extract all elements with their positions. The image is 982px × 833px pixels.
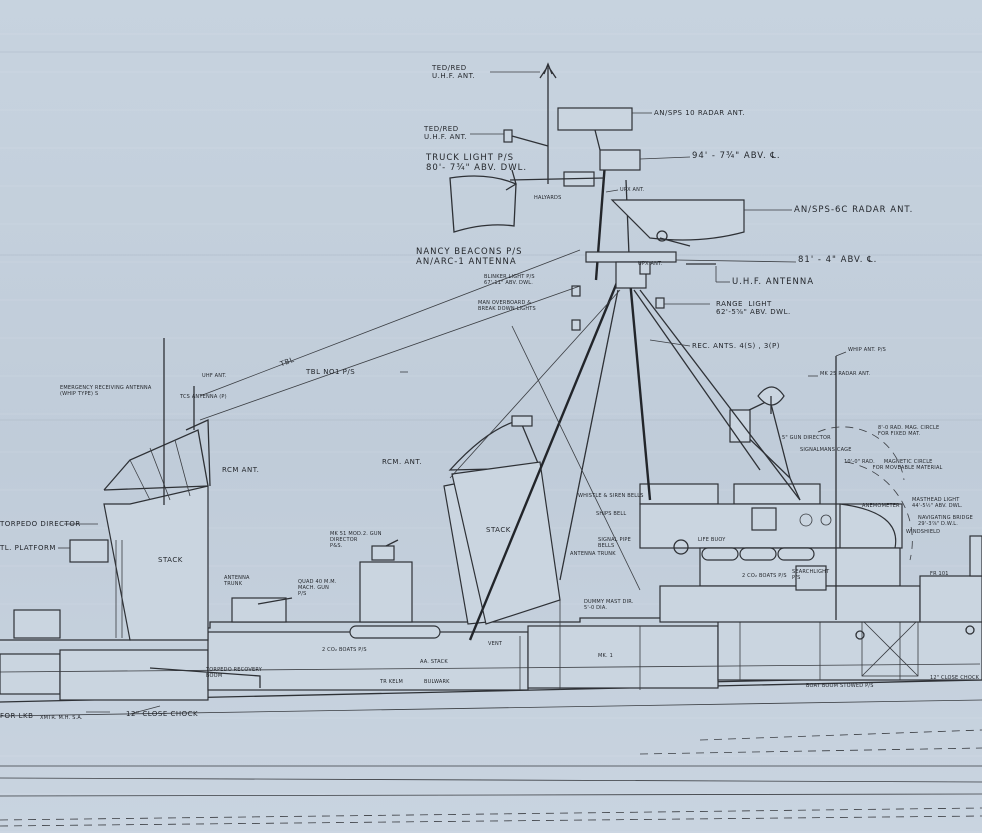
label-life-buoy: LIFE BUOY — [698, 537, 726, 543]
label-mk1: MK. 1 — [598, 653, 613, 659]
label-torpedo-director: TORPEDO DIRECTOR — [0, 520, 81, 528]
label-mag-circle-moveable: 10'-0" RAD. MAGNETIC CIRCLE FOR MOVEABLE… — [844, 459, 943, 471]
label-signalmans-cage: SIGNALMANS CAGE — [800, 447, 852, 453]
label-stack-1: STACK — [158, 556, 183, 564]
label-tcs-antenna: TCS ANTENNA (P) — [180, 394, 227, 400]
hull-lines — [0, 679, 982, 827]
label-uhf-antenna: U.H.F. ANTENNA — [732, 277, 815, 287]
label-close-chock-2: 12" CLOSE CHOCK — [930, 675, 980, 681]
label-sps6c-radar-ant: AN/SPS-6C RADAR ANT. — [794, 205, 914, 215]
label-sps10-radar-ant: AN/SPS 10 RADAR ANT. — [654, 109, 746, 117]
deck-equipment — [13, 539, 441, 688]
label-upx-ant-1: UPX ANT. — [620, 187, 645, 193]
label-ted-red-uhf-mid: TED/RED U.H.F. ANT. — [424, 125, 468, 142]
label-emergency-antenna: EMERGENCY RECEIVING ANTENNA (WHIP TYPE) … — [60, 385, 152, 397]
label-rcm-ant-1: RCM ANT. — [222, 466, 260, 474]
label-height-81: 81' - 4" ABV. ℄. — [798, 255, 878, 265]
tripod-mast — [199, 62, 801, 641]
label-vent: VENT — [488, 641, 503, 647]
label-stack-2: STACK — [486, 526, 511, 534]
label-navigating-bridge: NAVIGATING BRIDGE 29'-3⅞" D.W.L. — [918, 515, 974, 527]
label-mk25-radar-ant: MK 25 RADAR ANT. — [820, 371, 871, 377]
label-searchlight: SEARCHLIGHT P/S — [792, 569, 830, 581]
label-whip-ant: WHIP ANT. P/S — [848, 347, 887, 353]
label-co2-boats-1: 2 CO₂ BOATS P/S — [322, 647, 367, 653]
label-boat-boom: BOAT BOOM STOWED P/S — [806, 683, 874, 689]
label-note-small: DUMMY MAST DIR. 5'-0 DIA. — [584, 599, 634, 611]
label-for-lkb: FOR LKB — [0, 712, 34, 720]
label-xmtr-mh: XMTR. M.H. S.A. — [40, 715, 83, 721]
label-ted-red-uhf-top: TED/RED U.H.F. ANT. — [432, 64, 476, 81]
hull-body — [0, 597, 982, 701]
label-torpedo-recovery: TORPEDO RECOVERY BOOM — [206, 667, 262, 679]
label-gun-director: 5" GUN DIRECTOR — [782, 435, 831, 441]
label-tbl-no1: TBL NO1 P/S — [306, 368, 356, 376]
label-ships-bell: SHIPS BELL — [596, 511, 627, 517]
after-stack — [443, 415, 561, 625]
label-halyards: HALYARDS — [534, 195, 562, 201]
label-tr-kelm: TR KELM — [380, 679, 404, 685]
label-anemometer: ANEMOMETER — [862, 503, 900, 509]
label-man-overboard: MAN OVERBOARD & BREAK DOWN LIGHTS — [478, 300, 536, 312]
label-mk51-director: MK 51 MOD.2. GUN DIRECTOR P&S. — [330, 531, 382, 549]
label-height-94: 94' - 7¾" ABV. ℄. — [692, 151, 781, 161]
label-nancy-beacons: NANCY BEACONS P/S AN/ARC-1 ANTENNA — [416, 247, 523, 267]
sheet-gridlines — [0, 51, 982, 421]
label-uhf-ant: UHF ANT. — [202, 373, 227, 379]
label-frame-ref: FR 101 — [930, 571, 949, 577]
leader-lines — [58, 71, 847, 715]
label-tl-platform: TL. PLATFORM — [0, 544, 56, 552]
label-blinker-light: BLINKER LIGHT P/S 67'-11" ABV. DWL. — [484, 274, 535, 286]
label-upx-ant-2: UPX ANT. — [638, 261, 663, 267]
label-close-chock: 12" CLOSE CHOCK — [126, 710, 199, 718]
label-rec-ants: REC. ANTS. 4(S) , 3(P) — [692, 342, 780, 350]
forward-stack — [103, 338, 211, 641]
label-bulwark: BULWARK — [424, 679, 450, 685]
label-truck-light: TRUCK LIGHT P/S 80'- 7¾" ABV. DWL. — [426, 153, 528, 173]
label-windshield: WINDSHIELD — [906, 529, 941, 535]
label-masthead-light: MASTHEAD LIGHT 44'-5½" ABV. DWL. — [912, 497, 963, 509]
label-aa-stack: AA. STACK — [420, 659, 448, 665]
label-signal-pipe: SIGNAL PIPE BELLS — [598, 537, 631, 549]
label-antenna-trunk-2: ANTENNA TRUNK — [570, 551, 616, 557]
label-range-light: RANGE LIGHT 62'-5⅝" ABV. DWL. — [716, 300, 791, 317]
label-antenna-trunk-1: ANTENNA TRUNK — [224, 575, 250, 587]
label-rcm-ant-2: RCM. ANT. — [382, 458, 423, 466]
label-co2-boats-2: 2 CO₂ BOATS P/S — [742, 573, 787, 579]
label-quad-40mm: QUAD 40 M.M. MACH. GUN P/S — [298, 579, 337, 597]
label-whistle-siren: WHISTLE & SIREN BELLS — [578, 493, 644, 499]
label-mag-circle-fixed: 8'-0 RAD. MAG. CIRCLE FOR FIXED MAT. — [878, 425, 940, 437]
